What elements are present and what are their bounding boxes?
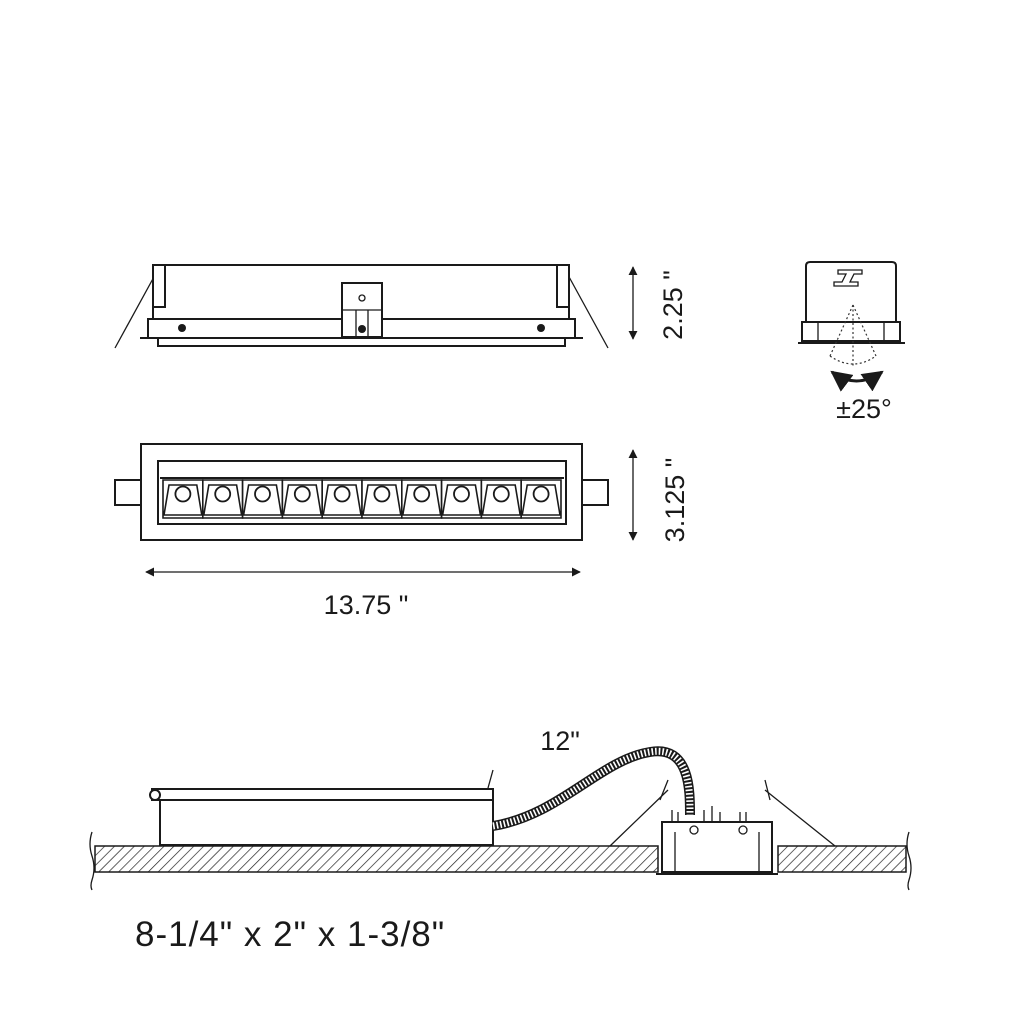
led-lens-icon [174, 485, 192, 503]
screw-icon [358, 325, 366, 333]
height-label: 2.25 " [658, 270, 688, 340]
led-lens-icon [373, 485, 391, 503]
led-lens-icon [214, 485, 232, 503]
led-cell [401, 479, 443, 519]
led-cell [480, 479, 522, 519]
cable-length-label: 12" [540, 726, 580, 756]
led-cell [321, 479, 363, 519]
flex-cable [492, 746, 695, 831]
length-label: 13.75 " [324, 590, 409, 620]
led-cell [520, 479, 562, 519]
led-lens-icon [293, 485, 311, 503]
width-label: 3.125 " [660, 458, 690, 543]
led-cell [361, 479, 403, 519]
front-view: 3.125 " 13.75 " [114, 443, 690, 620]
led-cell [241, 479, 284, 519]
led-array [162, 479, 562, 519]
led-lens-icon [532, 485, 550, 503]
screw-icon [537, 324, 545, 332]
driver-box [159, 799, 494, 846]
ceiling-section [94, 845, 659, 873]
tilt-label: ±25° [836, 394, 892, 424]
ceiling-section [777, 845, 907, 873]
spring-clip-right [567, 274, 609, 349]
led-cell [162, 479, 204, 519]
led-lens-icon [453, 485, 470, 503]
spring-clip-left [114, 274, 156, 349]
end-housing [805, 261, 897, 323]
bracket-icon [833, 269, 863, 287]
tilt-arrow [830, 370, 884, 392]
side-view: 2.25 " [114, 264, 688, 349]
led-cell [440, 479, 483, 519]
mount-tab-left [114, 479, 144, 506]
led-cell [202, 479, 244, 519]
lip [157, 337, 566, 347]
junction-box [661, 821, 773, 873]
led-lens-icon [492, 485, 510, 503]
mount-tab-right [579, 479, 609, 506]
screw-icon [178, 324, 186, 332]
led-lens-icon [413, 485, 431, 503]
led-lens-icon [254, 485, 271, 503]
end-view: ±25° [798, 261, 905, 424]
driver-box-dimensions-label: 8-1/4" x 2" x 1-3/8" [135, 915, 445, 954]
led-cell [281, 479, 323, 519]
installation-view: 12" 8-1/4" x 2" x 1-3/8" [89, 726, 912, 954]
led-lens-icon [333, 485, 351, 503]
